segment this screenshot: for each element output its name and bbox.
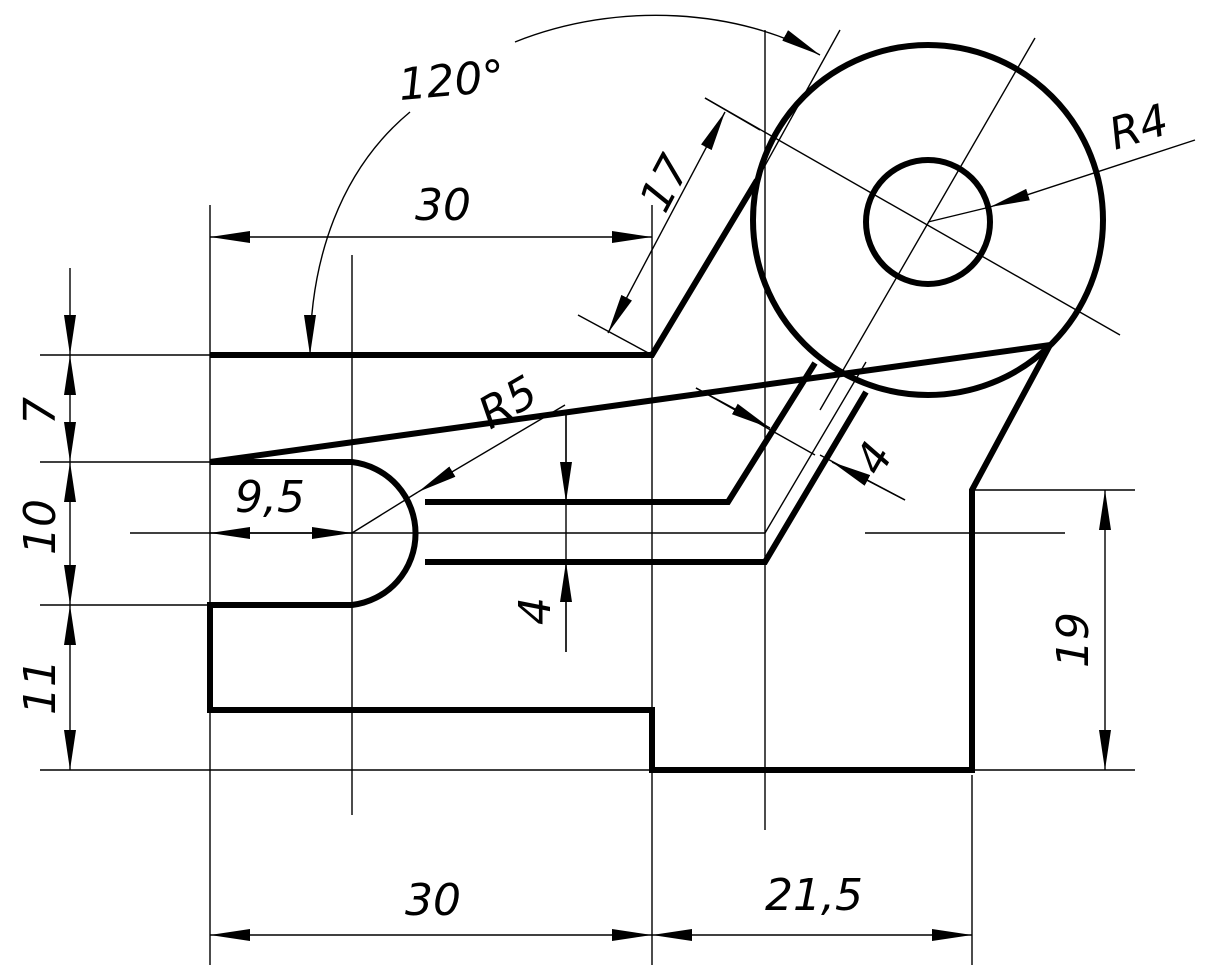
dim-bottom-width-30: 30 xyxy=(405,875,461,926)
dim-angle-120: 120° xyxy=(397,51,507,111)
dim-slot-width-slant-4: 4 xyxy=(845,434,903,484)
dim-slot-r5: R5 xyxy=(470,366,546,439)
dim-right-height-19: 19 xyxy=(1048,612,1099,668)
dim-slot-height-10: 10 xyxy=(15,499,66,555)
hole-circle xyxy=(863,157,993,287)
dim-top-height-7: 7 xyxy=(15,397,66,425)
dim-top-width-30: 30 xyxy=(415,180,471,231)
centerlines xyxy=(130,30,1121,830)
dim-slant-17: 17 xyxy=(630,147,701,220)
dim-bottom-height-11: 11 xyxy=(15,659,66,715)
dim-slot-width-4: 4 xyxy=(510,597,561,625)
dim-slot-depth-9-5: 9,5 xyxy=(235,472,305,523)
dimension-lines xyxy=(40,14,1196,965)
boss-circle xyxy=(750,42,1106,398)
dim-right-width-21-5: 21,5 xyxy=(765,870,863,921)
part-outline xyxy=(207,178,1056,773)
